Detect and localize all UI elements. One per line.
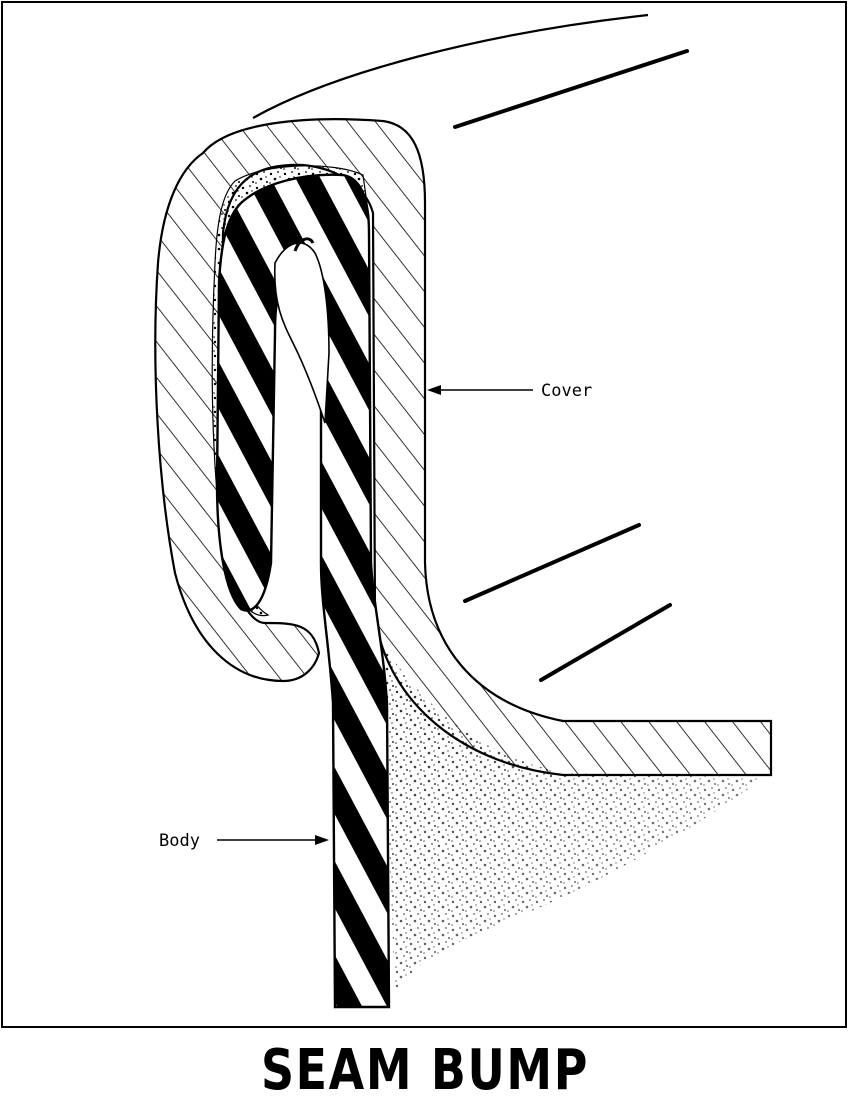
body-arrowhead	[315, 835, 329, 845]
cover-arrowhead	[427, 385, 441, 395]
shade-stroke-1	[453, 49, 689, 129]
shade-stroke-2	[463, 523, 641, 603]
diagram-caption: SEAM BUMP	[260, 1038, 590, 1103]
body-label: Body	[159, 831, 200, 851]
shade-stroke-3	[539, 603, 672, 682]
body-inner-hem	[273, 242, 330, 424]
cover-label: Cover	[541, 381, 592, 401]
diagram-frame: Cover Body	[1, 1, 847, 1028]
cover-top-edge	[252, 13, 649, 119]
seam-cross-section-illustration: Cover Body	[154, 13, 773, 1009]
